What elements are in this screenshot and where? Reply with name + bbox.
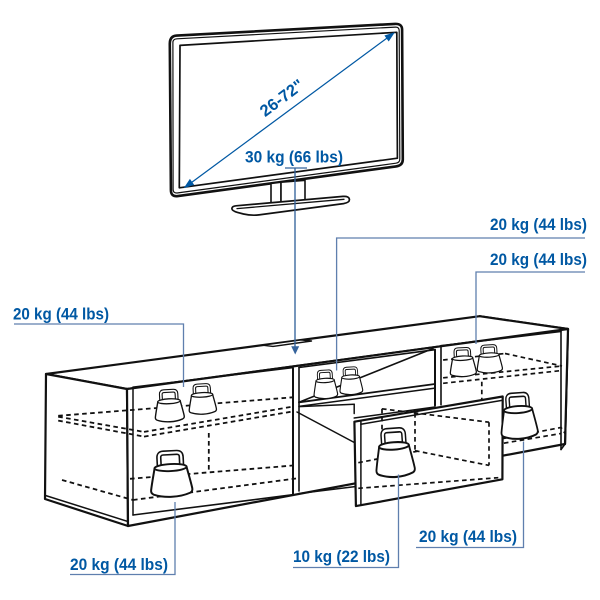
svg-text:20 kg (44 lbs): 20 kg (44 lbs) [490,216,587,234]
svg-text:10 kg (22 lbs): 10 kg (22 lbs) [293,548,390,566]
svg-text:20 kg (44 lbs): 20 kg (44 lbs) [490,251,587,269]
svg-text:20 kg (44 lbs): 20 kg (44 lbs) [70,556,168,574]
svg-text:20 kg (44 lbs): 20 kg (44 lbs) [419,528,517,546]
svg-text:30 kg (66 lbs): 30 kg (66 lbs) [245,149,343,167]
svg-text:20 kg (44 lbs): 20 kg (44 lbs) [13,306,109,324]
